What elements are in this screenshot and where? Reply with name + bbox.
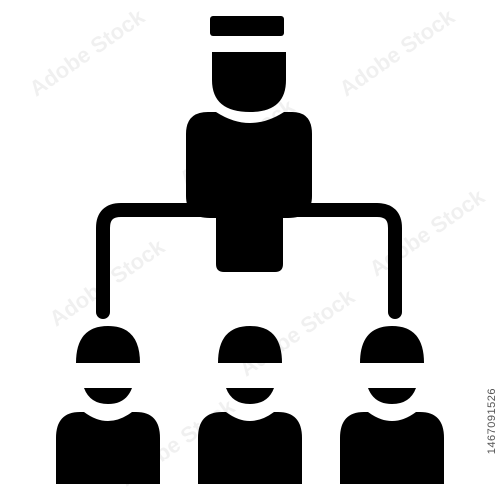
team-member-head xyxy=(218,326,282,363)
team-member-body xyxy=(198,412,302,484)
team-member-figure-left xyxy=(56,326,160,484)
manager-headband xyxy=(210,16,284,36)
team-member-face xyxy=(84,388,132,404)
manager-figure xyxy=(186,16,312,272)
manager-head xyxy=(212,52,286,112)
team-member-figure-right xyxy=(340,326,444,484)
stock-id-label: 1467091526 xyxy=(486,388,498,455)
team-member-face xyxy=(226,388,274,404)
team-member-body xyxy=(56,412,160,484)
manager-body xyxy=(186,112,312,272)
team-member-face xyxy=(368,388,416,404)
team-member-head xyxy=(76,326,140,363)
hierarchy-connector-lines xyxy=(96,203,402,319)
team-member-head xyxy=(360,326,424,363)
team-member-body xyxy=(340,412,444,484)
team-member-figure-center xyxy=(198,326,302,484)
